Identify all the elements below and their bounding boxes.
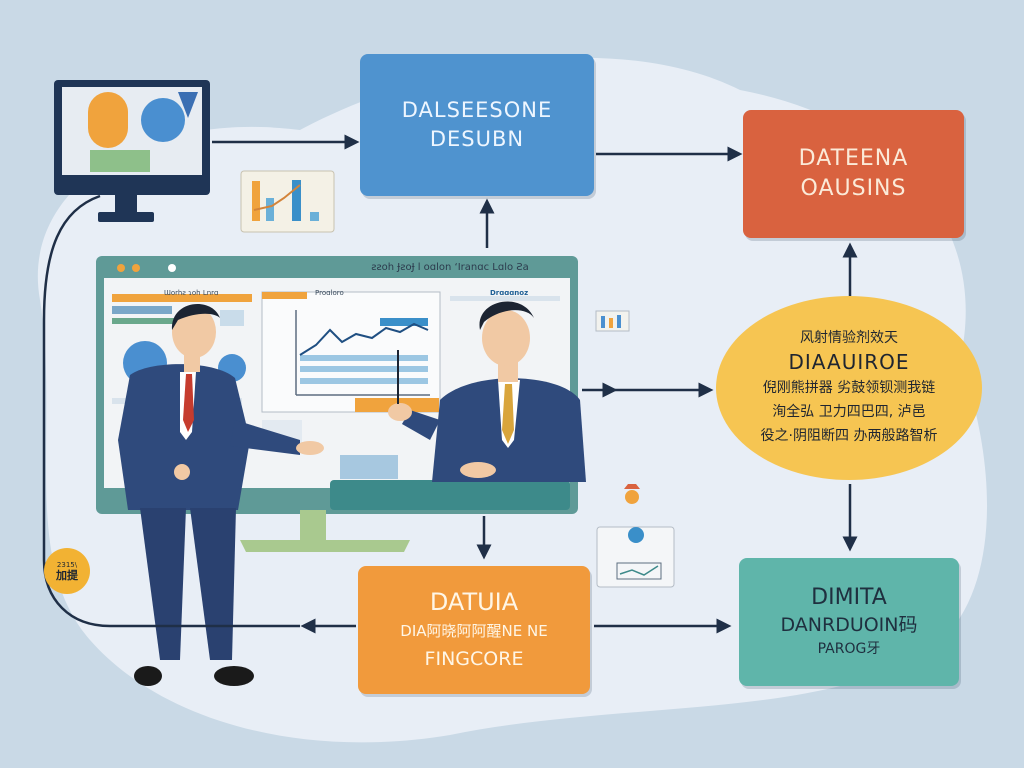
box-teal-line2: DANRDUOIN码 bbox=[780, 614, 918, 636]
seated-man-figure bbox=[388, 301, 586, 482]
dashboard-panel1-label: Ɯorhƨ ɿoh Lnrɑ bbox=[164, 289, 219, 297]
process-oval: 风射情验剂效天 DIAAUIROE 倪刚熊拼器 劣鼓领钡测我链 洵全弘 卫力四巴… bbox=[716, 296, 982, 480]
process-box-red: DATEENA OAUSINS bbox=[743, 110, 964, 238]
desktop-monitor-icon bbox=[54, 80, 210, 222]
dashboard-panel3-label: Drɑɑɑnoz bbox=[490, 289, 529, 297]
oval-line1: 风射情验剂效天 bbox=[800, 330, 898, 346]
box-top-line2: DESUBN bbox=[429, 127, 525, 151]
oval-line3: 倪刚熊拼器 劣鼓领钡测我链 bbox=[762, 380, 936, 396]
oval-line4: 洵全弘 卫力四巴四, 泸邑 bbox=[772, 404, 926, 420]
badge-line1: 2315\ bbox=[56, 560, 78, 569]
box-red-line2: OAUSINS bbox=[800, 176, 907, 201]
box-red-line1: DATEENA bbox=[798, 146, 909, 171]
box-teal-line3: PAROG牙 bbox=[817, 641, 881, 657]
video-card-icon bbox=[596, 526, 675, 588]
process-box-teal: DIMITA DANRDUOIN码 PAROG牙 bbox=[739, 558, 959, 686]
process-box-orange: DATUIA DIA阿晓阿阿醒NE NE FINGCORE bbox=[358, 566, 590, 694]
desk bbox=[240, 480, 570, 552]
box-top-line1: DALSEESONE bbox=[401, 98, 553, 122]
connector-arrows bbox=[42, 134, 858, 634]
dashboard-panel2-label: Proɑloro bbox=[315, 289, 344, 297]
dashboard-title: ƨƨoh ɈƨoɈ l oɑlon ‘Iranɑc Lɑlo Ƨa bbox=[371, 262, 529, 273]
bar-chart-card-icon bbox=[240, 170, 335, 233]
box-teal-line1: DIMITA bbox=[811, 585, 887, 610]
presenter-figure bbox=[118, 304, 324, 686]
box-orange-line3: FINGCORE bbox=[424, 648, 524, 670]
box-orange-line1: DATUIA bbox=[429, 588, 519, 616]
small-chart-icon bbox=[595, 310, 630, 332]
badge-line2: 加提 bbox=[56, 568, 78, 582]
process-box-top: DALSEESONE DESUBN bbox=[360, 54, 594, 196]
ai-bulb-icon bbox=[624, 484, 640, 504]
loop-line bbox=[42, 194, 300, 628]
box-orange-line2: DIA阿晓阿阿醒NE NE bbox=[400, 622, 548, 640]
oval-line2: DIAAUIROE bbox=[788, 350, 910, 374]
loop-badge: 2315\ 加提 bbox=[44, 548, 90, 594]
oval-line5: 役之·阴阻断四 办两般路智析 bbox=[760, 428, 938, 444]
